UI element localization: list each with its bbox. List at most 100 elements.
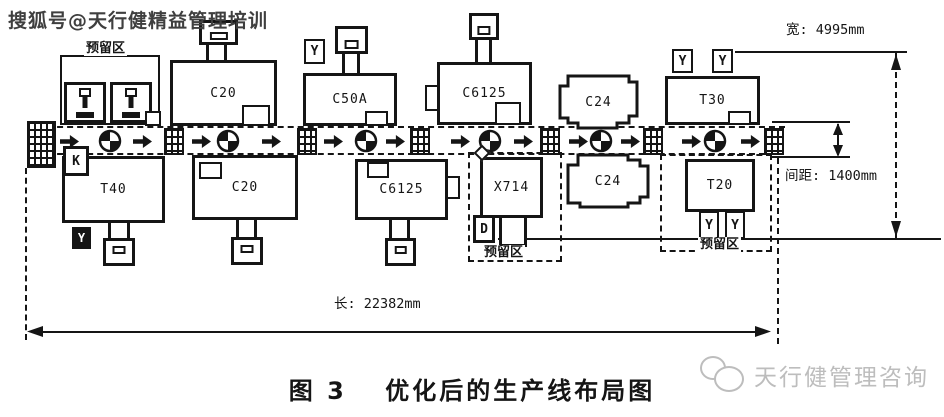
length-dimension-line [36,331,762,333]
tag-letter: K [72,153,80,169]
grid-pallet-icon [27,121,56,168]
conveyor-top-edge [27,126,785,128]
arrow-right-icon [621,135,640,148]
machine-t20: T20 [685,159,755,212]
machine-t40: T40 [62,156,165,223]
machine-label: X714 [493,180,530,195]
machine-label: C6125 [379,182,424,197]
feeder-inner [112,246,126,254]
reserve-machine-icon [110,82,152,123]
arrow-right-icon [192,135,211,148]
arrow-right-icon [682,135,701,148]
hopper-stem [206,42,227,62]
cross-circle-icon [478,129,502,153]
arrow-right-icon [741,135,760,148]
machine-label: T20 [706,178,734,193]
tag-letter: Y [731,217,739,233]
spacing-dimension-line [837,124,839,155]
reserve-area-x714 [468,152,562,262]
length-dimension-label: 长: 22382mm [334,296,421,312]
watermark-logo-icon [714,366,744,392]
reserve-area-top-left-label: 预留区 [84,41,128,56]
machine-sub-box [728,111,751,125]
reserve-area-t20-label: 预留区 [698,237,742,252]
length-ext-line-right [777,158,779,344]
arrow-right-icon [262,135,281,148]
stepped-outline [558,74,639,130]
watermark-top-left: 搜狐号@天行健精益管理培训 [8,10,269,32]
machine-label: C24 [594,173,622,189]
station-tag-k: K [63,146,89,176]
tag-letter: Y [705,217,713,233]
machine-x714: X714 [480,157,543,218]
length-ext-line-left [25,168,27,340]
station-tag-d: D [473,215,495,243]
spacing-dimension-label: 间距: 1400mm [785,168,878,184]
arrow-right-icon [569,135,588,148]
hopper-inner [477,26,491,35]
spacing-bottom-line [772,156,850,158]
machine-c6125-top: C6125 [437,62,532,125]
tag-letter: Y [718,53,727,69]
cross-circle-icon [216,129,240,153]
arrow-right-icon [324,135,343,148]
station-tag-y: Y [712,49,733,73]
cross-circle-icon [98,129,122,153]
cross-circle-icon [589,129,613,153]
arrow-down-icon [891,221,901,237]
machine-label: C20 [231,180,259,195]
width-dimension-label: 宽: 4995mm [786,22,865,38]
station-tag-y: Y [699,211,719,239]
arrow-right-icon [386,135,405,148]
machine-label: C50A [332,92,368,107]
machine-c24-bottom: C24 [566,153,650,209]
arrow-right-icon [133,135,152,148]
machine-head-icon [79,88,91,97]
machine-side-tab [446,176,460,199]
hopper-cap [335,26,368,54]
small-fixture-box [499,215,527,247]
cross-circle-icon [703,129,727,153]
station-tag-y: Y [725,211,745,239]
machine-stem-icon [82,97,88,108]
machine-label: C20 [210,85,237,101]
machine-stem-icon [128,97,134,108]
feeder-base [231,237,263,265]
feeder-inner [394,246,407,254]
grid-pallet-icon [164,128,184,155]
tag-letter: Y [310,44,319,59]
small-fixture-box [145,111,161,126]
grid-pallet-icon [643,128,663,155]
feeder-stem [389,218,410,241]
station-tag-y: Y [304,39,325,64]
machine-label: T30 [699,93,726,108]
figure-caption: 图 3 优化后的生产线布局图 [288,377,656,405]
arrow-right-icon [514,135,533,148]
machine-label: T40 [100,182,127,197]
width-ref-line [735,51,907,53]
feeder-stem [108,221,130,241]
grid-pallet-icon [297,128,317,155]
machine-sub-box [199,162,222,179]
machine-sub-box [367,162,389,178]
conveyor-bottom-edge [27,153,775,155]
machine-head-icon [125,88,137,97]
machine-base-icon [76,112,94,118]
reserve-area-x714-label: 预留区 [482,245,526,260]
arrow-down-icon [833,145,843,157]
hopper-inner [209,32,228,40]
arrow-up-icon [833,123,843,135]
hopper-inner [344,39,359,49]
feeder-base [385,238,416,266]
arrow-left-icon [27,326,43,337]
grid-pallet-icon [540,128,560,155]
feeder-stem [236,218,257,240]
machine-c24-top: C24 [558,74,639,130]
feeder-inner [240,245,254,253]
grid-pallet-icon [764,128,784,155]
watermark-bottom-right: 天行健管理咨询 [754,365,929,391]
feeder-base [103,238,135,266]
tag-letter: D [480,221,488,237]
station-tag-y: Y [672,49,693,73]
